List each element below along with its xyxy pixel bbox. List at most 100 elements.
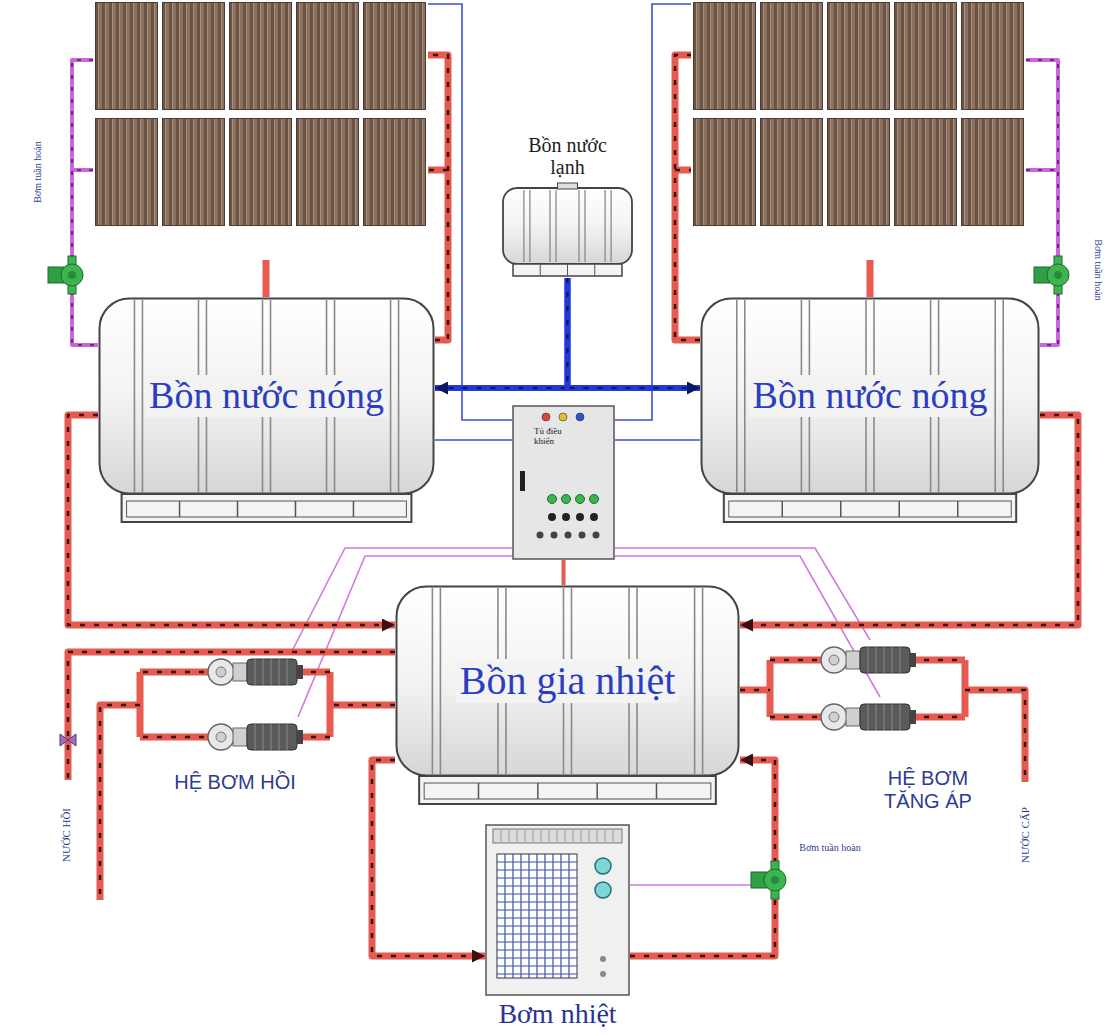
pump-group-label: HỆ BƠM TĂNG ÁP bbox=[873, 767, 983, 813]
text-area: Bồn nước lạnh bbox=[495, 132, 640, 278]
tank-band bbox=[610, 190, 611, 262]
solar-pipe bbox=[675, 55, 700, 340]
heat-pump-top bbox=[493, 829, 622, 843]
text-area: Bồn gia nhiệt bbox=[395, 585, 740, 807]
valve-symbol bbox=[60, 734, 76, 746]
fan-grid bbox=[497, 957, 577, 958]
cold-water-tank: Bồn nước lạnh bbox=[495, 132, 640, 278]
solar-panel bbox=[962, 119, 1024, 226]
black-button bbox=[562, 513, 570, 521]
fan-grid bbox=[536, 854, 537, 978]
flow-marks bbox=[435, 278, 568, 388]
solar-panel bbox=[163, 3, 225, 110]
tank-stand bbox=[567, 264, 568, 276]
flow-marks bbox=[740, 660, 1025, 782]
tank-stand bbox=[537, 783, 539, 799]
tank-stand bbox=[729, 501, 1011, 517]
heat-pump-body bbox=[486, 825, 629, 995]
tank-band bbox=[584, 190, 585, 262]
fan-grid bbox=[497, 885, 577, 886]
solar-panel bbox=[230, 3, 292, 110]
fan-grid bbox=[497, 949, 577, 950]
tank-stand bbox=[353, 501, 355, 517]
water-pipe bbox=[568, 278, 701, 388]
heat-pump-grille bbox=[605, 830, 606, 842]
heat-pump-grille bbox=[549, 830, 550, 842]
tank-stand bbox=[513, 264, 622, 276]
heat-pump-grille bbox=[597, 830, 598, 842]
flow-marks bbox=[428, 55, 448, 340]
green-button bbox=[562, 495, 571, 504]
tank-band bbox=[694, 588, 696, 774]
indicator-light bbox=[542, 413, 550, 421]
solar-panel bbox=[761, 3, 823, 110]
tank-stand bbox=[237, 501, 239, 517]
fan-grid bbox=[497, 854, 577, 978]
black-button bbox=[593, 532, 600, 539]
fan-grid bbox=[497, 973, 577, 974]
control-cabinet: Tủ điều khiển bbox=[512, 405, 615, 560]
tank-title: Bồn nước nóng bbox=[749, 375, 992, 417]
return-pipe bbox=[68, 652, 395, 780]
indicator-light bbox=[576, 413, 584, 421]
fan-grid bbox=[504, 854, 505, 978]
tank-band bbox=[994, 300, 996, 492]
text-area: Bồn nước nóng bbox=[700, 297, 1040, 525]
tank-stand bbox=[898, 501, 900, 517]
flow-marks bbox=[1026, 60, 1058, 345]
booster-pump bbox=[821, 647, 916, 673]
solar-panel bbox=[297, 3, 359, 110]
tank-band bbox=[142, 300, 144, 492]
fan-grid bbox=[552, 854, 553, 978]
solar-panel bbox=[828, 3, 890, 110]
flow-marks bbox=[568, 278, 701, 388]
tank-band bbox=[440, 588, 442, 774]
solar-panel bbox=[828, 119, 890, 226]
pump-group-label: HỆ BƠM HỒI bbox=[174, 771, 296, 794]
text-area: Tủ điều khiển bbox=[512, 405, 615, 560]
heat-pump-grille bbox=[501, 830, 502, 842]
pipe-line bbox=[562, 560, 566, 585]
green-button bbox=[576, 495, 585, 504]
tank-band bbox=[736, 300, 738, 492]
fan-grid bbox=[512, 854, 513, 978]
solar-panel bbox=[761, 119, 823, 226]
tank-stand bbox=[656, 783, 658, 799]
solar-pipe bbox=[428, 55, 448, 340]
solar-panel bbox=[895, 119, 957, 226]
heat-pump-grille bbox=[581, 830, 582, 842]
tank-band bbox=[604, 190, 605, 262]
heat-pump-grille bbox=[565, 830, 566, 842]
fan-grid bbox=[497, 909, 577, 910]
tank-body bbox=[100, 299, 434, 494]
black-button bbox=[565, 532, 572, 539]
solar-return-pipe bbox=[1026, 60, 1058, 345]
tank-stand bbox=[127, 501, 407, 517]
heat-pump-grille bbox=[525, 830, 526, 842]
pipe-line bbox=[568, 278, 701, 388]
cabinet-handle bbox=[520, 471, 525, 491]
fan-grid bbox=[497, 877, 577, 878]
tank-band bbox=[1002, 300, 1004, 492]
pipe-line bbox=[435, 278, 568, 388]
tank-stand bbox=[840, 501, 842, 517]
tank-cap bbox=[558, 183, 578, 189]
cabinet-title: Tủ điều khiển bbox=[530, 427, 582, 447]
tank-stand bbox=[594, 264, 595, 276]
solar-panel bbox=[364, 119, 426, 226]
heat-pump-grille bbox=[509, 830, 510, 842]
solar-panel bbox=[96, 3, 158, 110]
sensor-wire bbox=[428, 4, 512, 420]
black-button bbox=[548, 513, 556, 521]
solar-return-pipe bbox=[72, 60, 98, 345]
supply-pump-pipe bbox=[740, 660, 1025, 782]
black-button bbox=[579, 532, 586, 539]
fan-grid bbox=[497, 925, 577, 926]
circulation-pump bbox=[48, 256, 83, 294]
tank-band bbox=[702, 588, 704, 774]
fan-grid bbox=[560, 854, 561, 978]
booster-pump bbox=[821, 704, 916, 730]
fan-grid bbox=[497, 965, 577, 966]
pipe-line bbox=[435, 439, 512, 441]
